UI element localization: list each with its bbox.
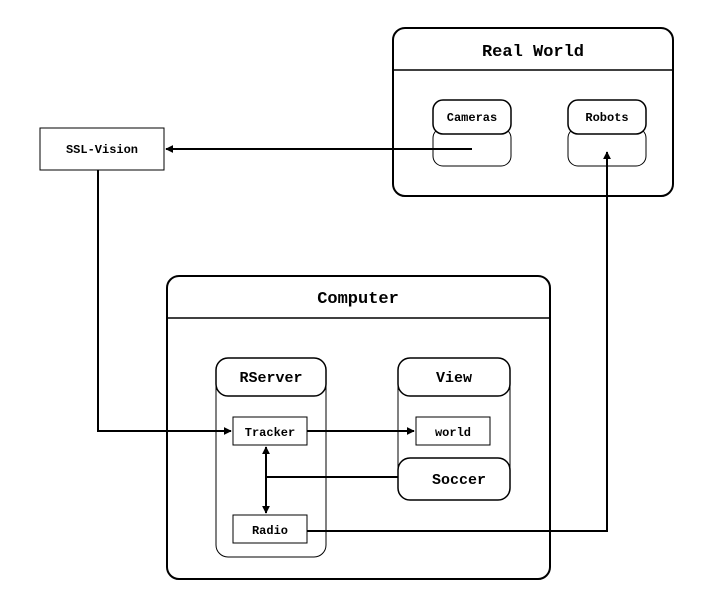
- world-label: world: [435, 426, 471, 440]
- radio-node: Radio: [232, 514, 308, 544]
- robots-label: Robots: [585, 111, 628, 125]
- ssl-vision-box: SSL-Vision: [39, 127, 165, 171]
- view-title: View: [436, 370, 472, 387]
- world-node: world: [415, 416, 491, 446]
- real-world-title: Real World: [482, 43, 584, 62]
- radio-label: Radio: [252, 524, 288, 538]
- soccer-label: Soccer: [432, 472, 486, 489]
- computer-title: Computer: [317, 290, 399, 309]
- cameras-node: Cameras: [432, 99, 512, 167]
- ssl-vision-to-tracker-arrow: [97, 170, 232, 435]
- robots-node: Robots: [567, 99, 647, 167]
- rserver-title: RServer: [239, 370, 302, 387]
- tracker-label: Tracker: [245, 426, 295, 440]
- ssl-vision-label: SSL-Vision: [66, 143, 138, 157]
- soccer-node: Soccer: [397, 457, 511, 501]
- radio-to-robots-arrow: [307, 151, 611, 532]
- tracker-node: Tracker: [232, 416, 308, 446]
- cameras-label: Cameras: [447, 111, 497, 125]
